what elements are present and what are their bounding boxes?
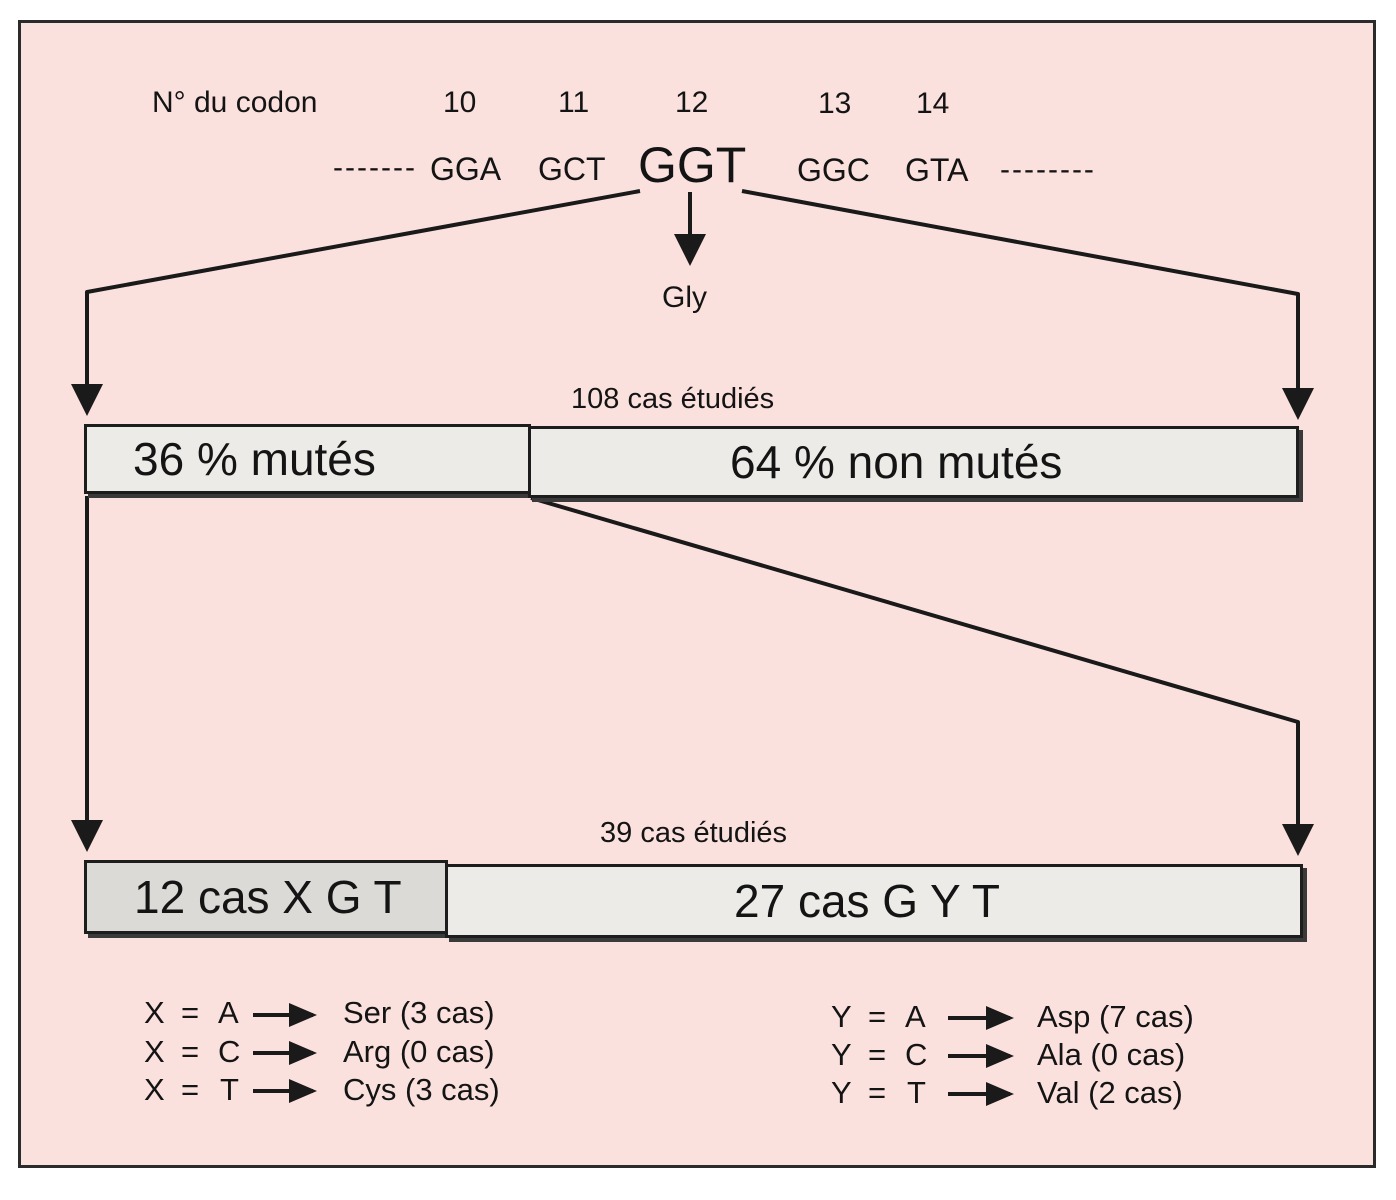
level1-mutated-label: 36 % mutés: [133, 433, 376, 485]
codon-14: GTA: [905, 152, 969, 188]
legend-x-var-2: X: [144, 1034, 165, 1069]
legend-x-result-3: Cys (3 cas): [343, 1072, 500, 1107]
arrow-to-nonmutated: [741, 189, 1314, 420]
codon-number-14: 14: [916, 87, 950, 120]
legend-x-base-3: T: [220, 1072, 239, 1107]
legend-y-eq-1: =: [868, 999, 887, 1034]
codon-number-label: N° du codon: [152, 86, 318, 119]
level1-nonmutated-label: 64 % non mutés: [730, 436, 1063, 488]
level2-xgt-label: 12 cas X G T: [134, 871, 402, 923]
level2-gyt-box: 27 cas G Y T: [445, 864, 1303, 938]
codon-12: GGT: [638, 137, 747, 193]
legend-y-var-1: Y: [831, 999, 852, 1034]
legend-x-eq-3: =: [181, 1072, 200, 1107]
arrow-to-mutated: [71, 189, 641, 416]
legend-y-result-2: Ala (0 cas): [1037, 1037, 1186, 1072]
codon-10: GGA: [430, 151, 502, 187]
legend-x-var-1: X: [144, 995, 165, 1030]
legend-y-base-2: C: [905, 1037, 928, 1072]
legend-y-eq-2: =: [868, 1037, 887, 1072]
codon-11: GCT: [538, 151, 606, 187]
legend-x-result-2: Arg (0 cas): [343, 1034, 495, 1069]
amino-acid-label: Gly: [662, 281, 707, 314]
sequence-dash-right: --------: [1000, 153, 1096, 186]
level2-gyt-label: 27 cas G Y T: [734, 875, 1000, 927]
sequence-dash-left: -------: [333, 151, 417, 184]
level1-studied-label: 108 cas étudiés: [571, 383, 775, 415]
codon-13: GGC: [797, 152, 870, 188]
legend-y-result-1: Asp (7 cas): [1037, 999, 1194, 1034]
legend-y-eq-3: =: [868, 1075, 887, 1110]
codon-number-10: 10: [443, 86, 477, 119]
level2-xgt-box: 12 cas X G T: [84, 860, 448, 934]
legend-y-result-3: Val (2 cas): [1037, 1075, 1183, 1110]
legend-x-var-3: X: [144, 1072, 165, 1107]
level1-nonmutated-box: 64 % non mutés: [528, 426, 1299, 498]
legend-y-base-1: A: [905, 999, 926, 1034]
diagram-frame: [18, 20, 1376, 1168]
legend-x-eq-2: =: [181, 1034, 200, 1069]
codon-number-13: 13: [818, 87, 852, 120]
legend-x-base-1: A: [218, 995, 239, 1030]
arrow-mutated-right: [530, 496, 1314, 856]
level1-mutated-box: 36 % mutés: [84, 424, 531, 494]
legend-x-eq-1: =: [181, 995, 200, 1030]
legend-y-var-2: Y: [831, 1037, 852, 1072]
legend-y-var-3: Y: [831, 1075, 852, 1110]
level2-studied-label: 39 cas étudiés: [600, 817, 788, 849]
codon-number-12: 12: [675, 86, 709, 119]
legend-y-base-3: T: [907, 1075, 926, 1110]
legend-x-base-2: C: [218, 1034, 241, 1069]
codon-number-11: 11: [558, 86, 590, 119]
legend-x-result-1: Ser (3 cas): [343, 995, 495, 1030]
